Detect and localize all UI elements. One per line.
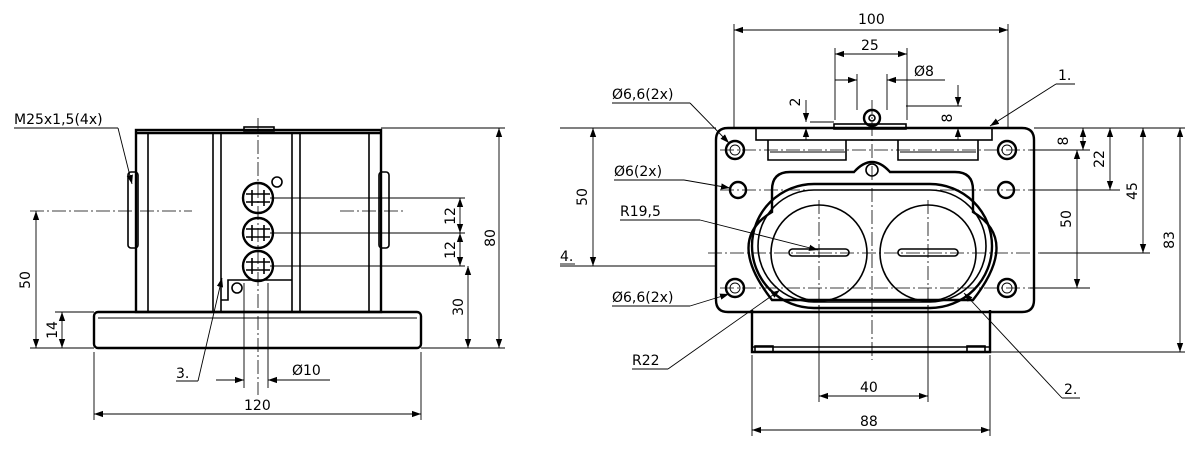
housing-body	[134, 128, 383, 314]
label-radius-19-5: R19,5	[620, 204, 661, 220]
label-hole-6: Ø6(2x)	[614, 164, 662, 180]
dim-25: 25	[861, 38, 879, 54]
dim-30: 30	[451, 298, 467, 316]
inner-gasket	[747, 160, 998, 302]
lower-body	[750, 310, 992, 354]
label-part-3: 3.	[176, 366, 189, 382]
dim-88: 88	[860, 414, 878, 430]
dim-2: 2	[788, 98, 804, 107]
label-part-1: 1.	[1058, 68, 1071, 84]
thread-boss-right	[378, 171, 390, 249]
dim-40: 40	[860, 380, 878, 396]
dim-100: 100	[858, 12, 885, 28]
dim-45: 45	[1125, 182, 1141, 200]
label-part-2: 2.	[1064, 382, 1077, 398]
dim-50-right: 50	[1059, 210, 1075, 228]
dim-50-front: 50	[575, 188, 591, 206]
dim-22: 22	[1092, 150, 1108, 168]
dim-14: 14	[45, 321, 61, 339]
base-plate	[92, 310, 423, 350]
dim-80: 80	[483, 229, 499, 247]
label-dia-10: Ø10	[292, 363, 321, 379]
dim-8-horizontal: 8	[1056, 137, 1072, 146]
label-hole-6-6-top: Ø6,6(2x)	[612, 87, 673, 103]
dim-120: 120	[244, 398, 271, 414]
label-radius-22: R22	[632, 353, 660, 369]
label-thread: M25x1,5(4x)	[14, 112, 103, 128]
label-part-4: 4.	[560, 249, 573, 265]
label-hole-6-6-bottom: Ø6,6(2x)	[612, 290, 673, 306]
dim-12-bottom: 12	[443, 241, 459, 259]
dim-8-vertical: 8	[940, 114, 956, 123]
dim-12-top: 12	[443, 207, 459, 225]
dim-83: 83	[1162, 231, 1178, 249]
side-view: M25x1,5(4x) 3. Ø10 120 80 50 14 30 12 12	[14, 112, 505, 420]
dim-50-left: 50	[18, 271, 34, 289]
label-dia-8: Ø8	[914, 64, 934, 80]
front-plate	[714, 126, 1036, 314]
front-view: Ø6,6(2x) Ø6(2x) R19,5 Ø6,6(2x) R22 1. 2.…	[560, 12, 1185, 436]
thread-boss-left	[127, 171, 139, 249]
